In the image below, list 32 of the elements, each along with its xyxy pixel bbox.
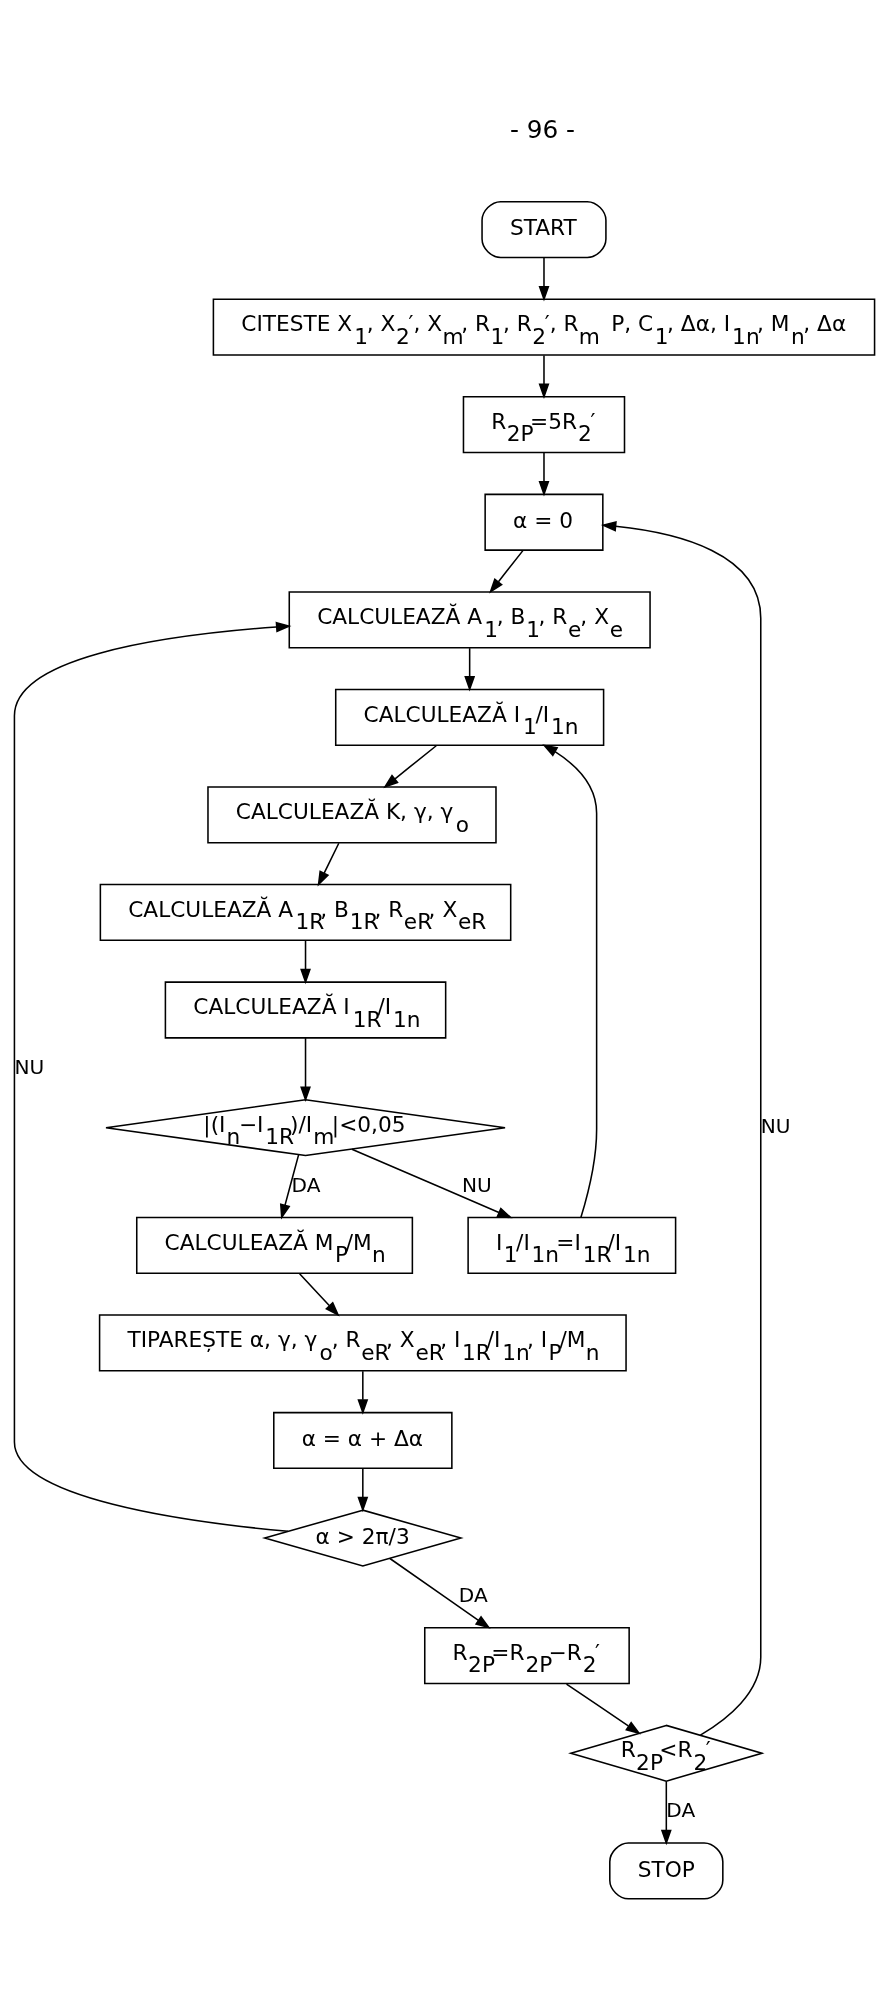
arrow — [300, 1037, 311, 1103]
arrow — [538, 257, 550, 302]
arrow — [13, 621, 292, 1533]
arrow — [600, 520, 762, 1736]
arrow — [300, 940, 311, 985]
edge-label: NU — [14, 1055, 45, 1080]
arrow — [538, 354, 550, 399]
arrow — [565, 1683, 641, 1735]
edge-label: DA — [291, 1172, 321, 1197]
arrow — [489, 549, 524, 594]
edge-label: NU — [461, 1172, 492, 1197]
arrow — [389, 1557, 491, 1629]
node-box: STOP — [609, 1842, 724, 1900]
arrow — [357, 1370, 369, 1415]
arrow — [357, 1468, 369, 1513]
edge-label: DA — [666, 1798, 696, 1823]
arrow — [279, 1153, 300, 1220]
arrow — [317, 842, 340, 887]
arrow — [383, 744, 438, 789]
edge-label: NU — [760, 1113, 791, 1138]
arrow — [298, 1272, 340, 1317]
node-box: START — [481, 200, 607, 259]
arrow — [351, 1148, 513, 1219]
label: - 96 - — [509, 114, 576, 144]
node-box: α = α + Δα — [273, 1411, 453, 1470]
node-box: α = 0 — [484, 493, 604, 551]
node-diamond: α > 2π/3 — [261, 1509, 464, 1567]
arrow — [464, 647, 476, 692]
arrow — [660, 1780, 672, 1846]
arrow — [542, 744, 598, 1219]
edge-label: DA — [458, 1583, 488, 1608]
arrow — [538, 452, 550, 497]
